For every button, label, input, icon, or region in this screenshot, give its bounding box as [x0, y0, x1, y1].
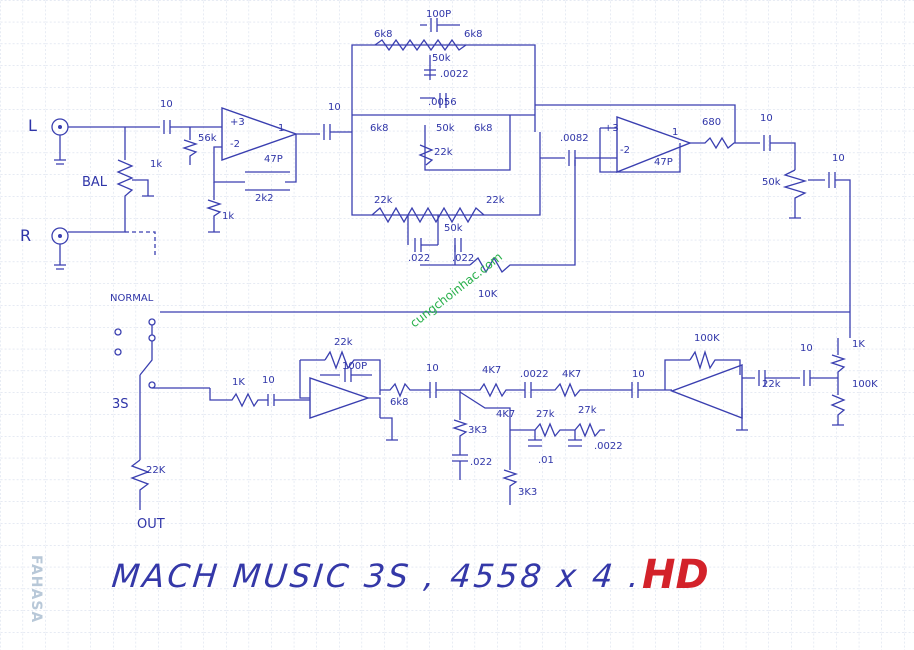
label-pot-50k-c: 50k	[444, 223, 463, 234]
tone-network	[351, 18, 600, 274]
label-c-022b: .022	[452, 253, 475, 264]
label-r-680: 680	[702, 117, 722, 128]
label-c-022a: .022	[408, 253, 431, 264]
label-r-6k8-e: 6k8	[390, 397, 409, 408]
hd-badge: HD	[642, 552, 709, 598]
output-label: OUT	[137, 517, 165, 532]
opamp-4	[664, 338, 847, 431]
label-r-22k-b: 22k	[374, 195, 393, 206]
label-op2-plus: +3	[604, 123, 619, 134]
label-c-0082: .0082	[560, 133, 589, 144]
label-op1-plus: +3	[230, 117, 245, 128]
opamp-1	[205, 107, 352, 233]
label-r-68a: 6k8	[374, 29, 393, 40]
label-r-fb1: 2k2	[255, 193, 274, 204]
label-r-10k: 10K	[478, 289, 498, 300]
label-r-68b: 6k8	[464, 29, 483, 40]
brand-logo: FAHASA	[22, 555, 44, 625]
label-r-22k-c: 22k	[486, 195, 505, 206]
input-right-label: R	[20, 226, 32, 245]
label-c-100p: 100P	[426, 9, 452, 20]
label-c-10c: 10	[832, 153, 845, 164]
label-c-0022a: .0022	[440, 69, 469, 80]
label-c-0056: .0056	[428, 97, 457, 108]
input-left-label: L	[28, 116, 37, 135]
label-c-fb1: 47P	[264, 154, 283, 165]
mode-3s-label: 3S	[112, 397, 129, 412]
label-c-in: 10	[160, 99, 173, 110]
label-r-27k-b: 27k	[578, 405, 597, 416]
label-r-100k: 100K	[694, 333, 720, 344]
circuit-title: MACH MUSIC 3S , 4558 x 4 .	[110, 557, 644, 595]
label-op1-minus: -2	[230, 139, 240, 150]
label-pot-50k-b: 50k	[436, 123, 455, 134]
label-r-68d: 6k8	[474, 123, 493, 134]
label-c-0022c: .0022	[594, 441, 623, 452]
label-r-27k-a: 27k	[536, 409, 555, 420]
label-r-gnd1: 1k	[222, 211, 235, 222]
balance-label: BAL	[82, 175, 108, 190]
label-c-100p-b: 100P	[342, 361, 368, 372]
label-r-4k7-b: 4K7	[562, 369, 582, 380]
label-r-1k-b: 1K	[232, 377, 245, 388]
eq-section	[451, 382, 665, 505]
normal-label: NORMAL	[110, 293, 154, 304]
label-c-10b: 10	[760, 113, 773, 124]
label-r-68c: 6k8	[370, 123, 389, 134]
label-c-01: .01	[538, 455, 554, 466]
label-r-100k-b: 100K	[852, 379, 878, 390]
label-c-10f: 10	[632, 369, 645, 380]
label-c-10g: 10	[800, 343, 813, 354]
label-pot-50k-d: 50k	[762, 177, 781, 188]
label-r-22k-out: 22K	[146, 465, 166, 476]
opamp-3	[209, 350, 460, 441]
label-op2-minus: -2	[620, 145, 630, 156]
label-op1-out: 1	[278, 123, 285, 134]
label-pot-50k-a: 50k	[432, 53, 451, 64]
label-c-47p2: 47P	[654, 157, 673, 168]
label-c-top1: 10	[328, 102, 341, 113]
opamp-2	[535, 104, 851, 338]
label-r-in: 56k	[198, 133, 217, 144]
label-r-22k-d: 22k	[334, 337, 353, 348]
label-r-3k3-b: 3K3	[518, 487, 538, 498]
label-c-022c: .022	[470, 457, 493, 468]
label-c-10e: 10	[426, 363, 439, 374]
label-r-1k-c: 1K	[852, 339, 865, 350]
label-r-4k7-a: 4K7	[482, 365, 502, 376]
switch-section	[114, 311, 850, 510]
label-c-0022b: .0022	[520, 369, 549, 380]
label-r-3k3-a: 3K3	[468, 425, 488, 436]
label-r-22k-a: 22k	[434, 147, 453, 158]
label-r-4k7-c: 4K7	[496, 409, 516, 420]
label-op2-out: 1	[672, 127, 679, 138]
label-r-bal: 1k	[150, 159, 163, 170]
label-r-22k-e: 22k	[762, 379, 781, 390]
input-section	[51, 118, 222, 270]
brand-text: FAHASA	[28, 555, 44, 624]
label-c-10d: 10	[262, 375, 275, 386]
